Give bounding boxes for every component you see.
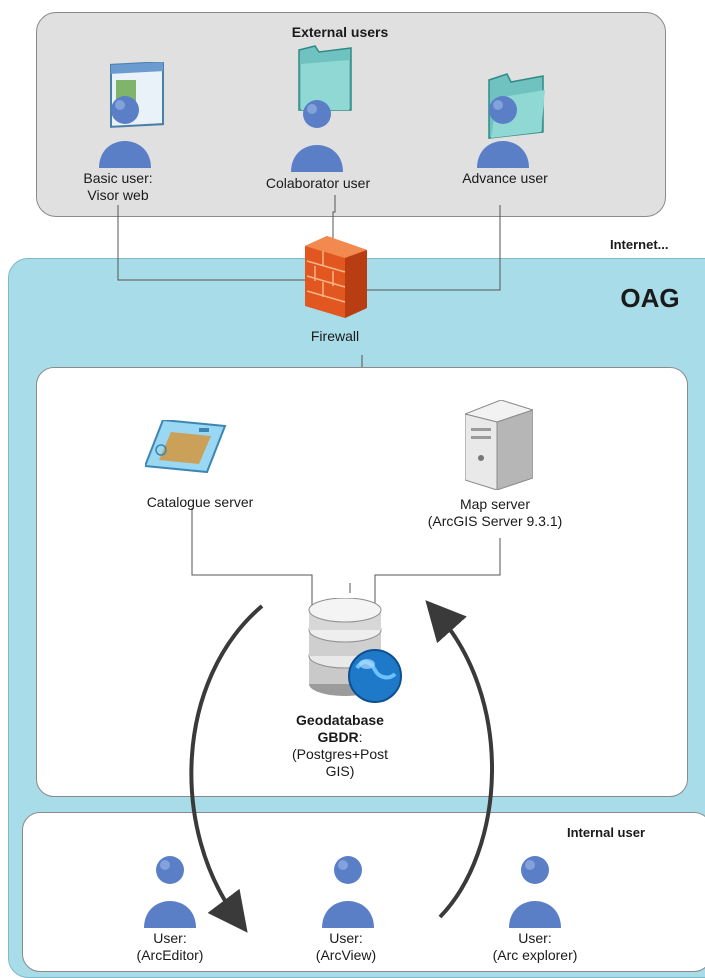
external-users-title: External users — [291, 24, 389, 40]
arrow-down-left — [189, 604, 264, 933]
basic-user-label: Basic user: Visor web — [83, 170, 153, 203]
map-server-icon — [465, 400, 533, 490]
user-icon — [322, 856, 374, 928]
firewall-icon — [305, 236, 367, 318]
folder-icon — [298, 45, 352, 111]
geodatabase-details: (Postgres+Post GIS) — [291, 746, 389, 779]
database-icon — [308, 598, 402, 703]
internal-user-label: User: (ArcView) — [315, 930, 377, 963]
firewall-label: Firewall — [310, 328, 360, 344]
user-icon — [291, 100, 343, 172]
map-server-label: Map server (ArcGIS Server 9.3.1) — [427, 496, 563, 529]
catalogue-server-label: Catalogue server — [146, 494, 254, 510]
advance-user-label: Advance user — [462, 170, 548, 186]
user-icon — [509, 856, 561, 928]
internal-user-label: User: (ArcEditor) — [136, 930, 204, 963]
internal-user-title: Internal user — [566, 825, 646, 840]
user-icon — [477, 96, 529, 168]
catalogue-server-icon — [145, 420, 227, 474]
arrow-up-right — [425, 600, 494, 919]
internet-label: Internet... — [610, 237, 669, 252]
user-icon — [99, 96, 151, 168]
internal-user-label: User: (Arc explorer) — [492, 930, 578, 963]
internal-users-panel — [22, 812, 705, 972]
colaborator-user-label: Colaborator user — [265, 175, 371, 191]
oag-label: OAG — [620, 283, 680, 313]
geodatabase-title: Geodatabase GBDR: — [296, 712, 384, 745]
server-panel — [36, 367, 688, 797]
user-icon — [144, 856, 196, 928]
